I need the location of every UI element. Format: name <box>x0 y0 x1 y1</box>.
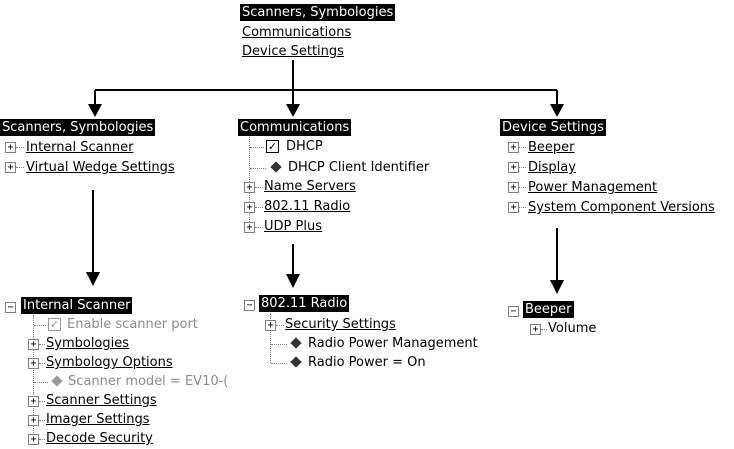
expand-icon[interactable]: + <box>28 339 39 350</box>
tree-item-symbologies[interactable]: Symbologies <box>46 336 130 351</box>
tree-item-dhcp-client-identifier: DHCP Client Identifier <box>288 160 430 175</box>
tree-connector <box>34 382 48 383</box>
expand-icon[interactable]: + <box>244 202 255 213</box>
expand-icon[interactable]: + <box>28 434 39 445</box>
tree-connector <box>39 344 45 345</box>
tree-connector <box>519 147 526 148</box>
collapse-icon[interactable]: − <box>244 300 255 311</box>
expand-icon[interactable]: + <box>265 320 276 331</box>
tree-connector <box>519 207 526 208</box>
checkbox-icon[interactable]: ✓ <box>266 140 279 153</box>
collapse-icon[interactable]: − <box>5 302 16 313</box>
tree-connector <box>39 420 45 421</box>
tree-connector <box>39 401 45 402</box>
tree-item-virtual-wedge-settings[interactable]: Virtual Wedge Settings <box>26 160 175 175</box>
tree-connector <box>270 313 271 363</box>
tree-item-security-settings[interactable]: Security Settings <box>285 317 396 332</box>
tree-item-decode-security[interactable]: Decode Security <box>46 431 153 446</box>
top-menu-communications[interactable]: Communications <box>242 25 352 40</box>
arrowhead-col1-lower <box>86 272 100 286</box>
tree-connector <box>16 167 24 168</box>
tree-item-power-management[interactable]: Power Management <box>528 180 658 195</box>
collapse-icon[interactable]: − <box>508 306 519 317</box>
expand-icon[interactable]: + <box>508 202 519 213</box>
tree-connector <box>33 315 34 439</box>
tree-connector <box>16 147 24 148</box>
tree-connector <box>250 168 266 169</box>
col3-header[interactable]: Device Settings <box>500 119 606 136</box>
tree-item-imager-settings[interactable]: Imager Settings <box>46 412 150 427</box>
expand-icon[interactable]: + <box>244 222 255 233</box>
tree-item-dhcp: DHCP <box>286 139 323 154</box>
tree-item-system-component-versions[interactable]: System Component Versions <box>528 200 715 215</box>
tree-connector <box>541 329 547 330</box>
arrowhead-col2-lower <box>286 274 300 288</box>
detail3-header[interactable]: Beeper <box>523 301 574 318</box>
tree-item-beeper[interactable]: Beeper <box>528 140 575 155</box>
tree-item-display[interactable]: Display <box>528 160 576 175</box>
arrowhead-col3 <box>550 104 564 117</box>
tree-connector <box>250 147 264 148</box>
checkbox-icon: ✓ <box>48 318 61 331</box>
tree-connector <box>255 227 263 228</box>
arrowhead-col2 <box>286 104 300 117</box>
expand-icon[interactable]: + <box>5 142 16 153</box>
expand-icon[interactable]: + <box>244 182 255 193</box>
expand-icon[interactable]: + <box>28 415 39 426</box>
expand-icon[interactable]: + <box>508 182 519 193</box>
tree-item-name-servers[interactable]: Name Servers <box>264 179 356 194</box>
top-menu-scanners-symbologies[interactable]: Scanners, Symbologies <box>240 4 396 21</box>
tree-connector <box>519 187 526 188</box>
expand-icon[interactable]: + <box>5 162 16 173</box>
top-menu-device-settings[interactable]: Device Settings <box>242 44 344 59</box>
tree-item-scanner-model: Scanner model = EV10-( <box>68 374 229 389</box>
arrowhead-col1 <box>88 104 102 117</box>
expand-icon[interactable]: + <box>530 324 541 335</box>
tree-connector <box>34 325 46 326</box>
expand-icon[interactable]: + <box>508 162 519 173</box>
tree-connector <box>276 325 284 326</box>
tree-connector <box>39 363 45 364</box>
expand-icon[interactable]: + <box>28 396 39 407</box>
tree-connector <box>271 344 287 345</box>
tree-connector <box>519 167 526 168</box>
tree-item-802-11-radio[interactable]: 802.11 Radio <box>264 199 351 214</box>
tree-connector <box>271 363 287 364</box>
detail2-header[interactable]: 802.11 Radio <box>259 295 350 312</box>
tree-item-scanner-settings[interactable]: Scanner Settings <box>46 393 157 408</box>
col1-header[interactable]: Scanners, Symbologies <box>0 119 156 136</box>
tree-connector <box>255 187 263 188</box>
tree-connector <box>39 439 45 440</box>
tree-item-radio-power: Radio Power = On <box>308 355 426 370</box>
detail1-header[interactable]: Internal Scanner <box>21 297 133 314</box>
expand-icon[interactable]: + <box>508 142 519 153</box>
expand-icon[interactable]: + <box>28 358 39 369</box>
col2-header[interactable]: Communications <box>238 119 352 136</box>
tree-item-udp-plus[interactable]: UDP Plus <box>264 219 322 234</box>
tree-item-internal-scanner[interactable]: Internal Scanner <box>26 140 134 155</box>
arrowhead-col3-lower <box>550 280 564 294</box>
tree-connector <box>255 207 263 208</box>
tree-item-radio-power-management: Radio Power Management <box>308 336 478 351</box>
tree-item-symbology-options[interactable]: Symbology Options <box>46 355 173 370</box>
tree-item-volume[interactable]: Volume <box>548 321 597 336</box>
tree-item-enable-scanner-port: Enable scanner port <box>67 317 198 332</box>
